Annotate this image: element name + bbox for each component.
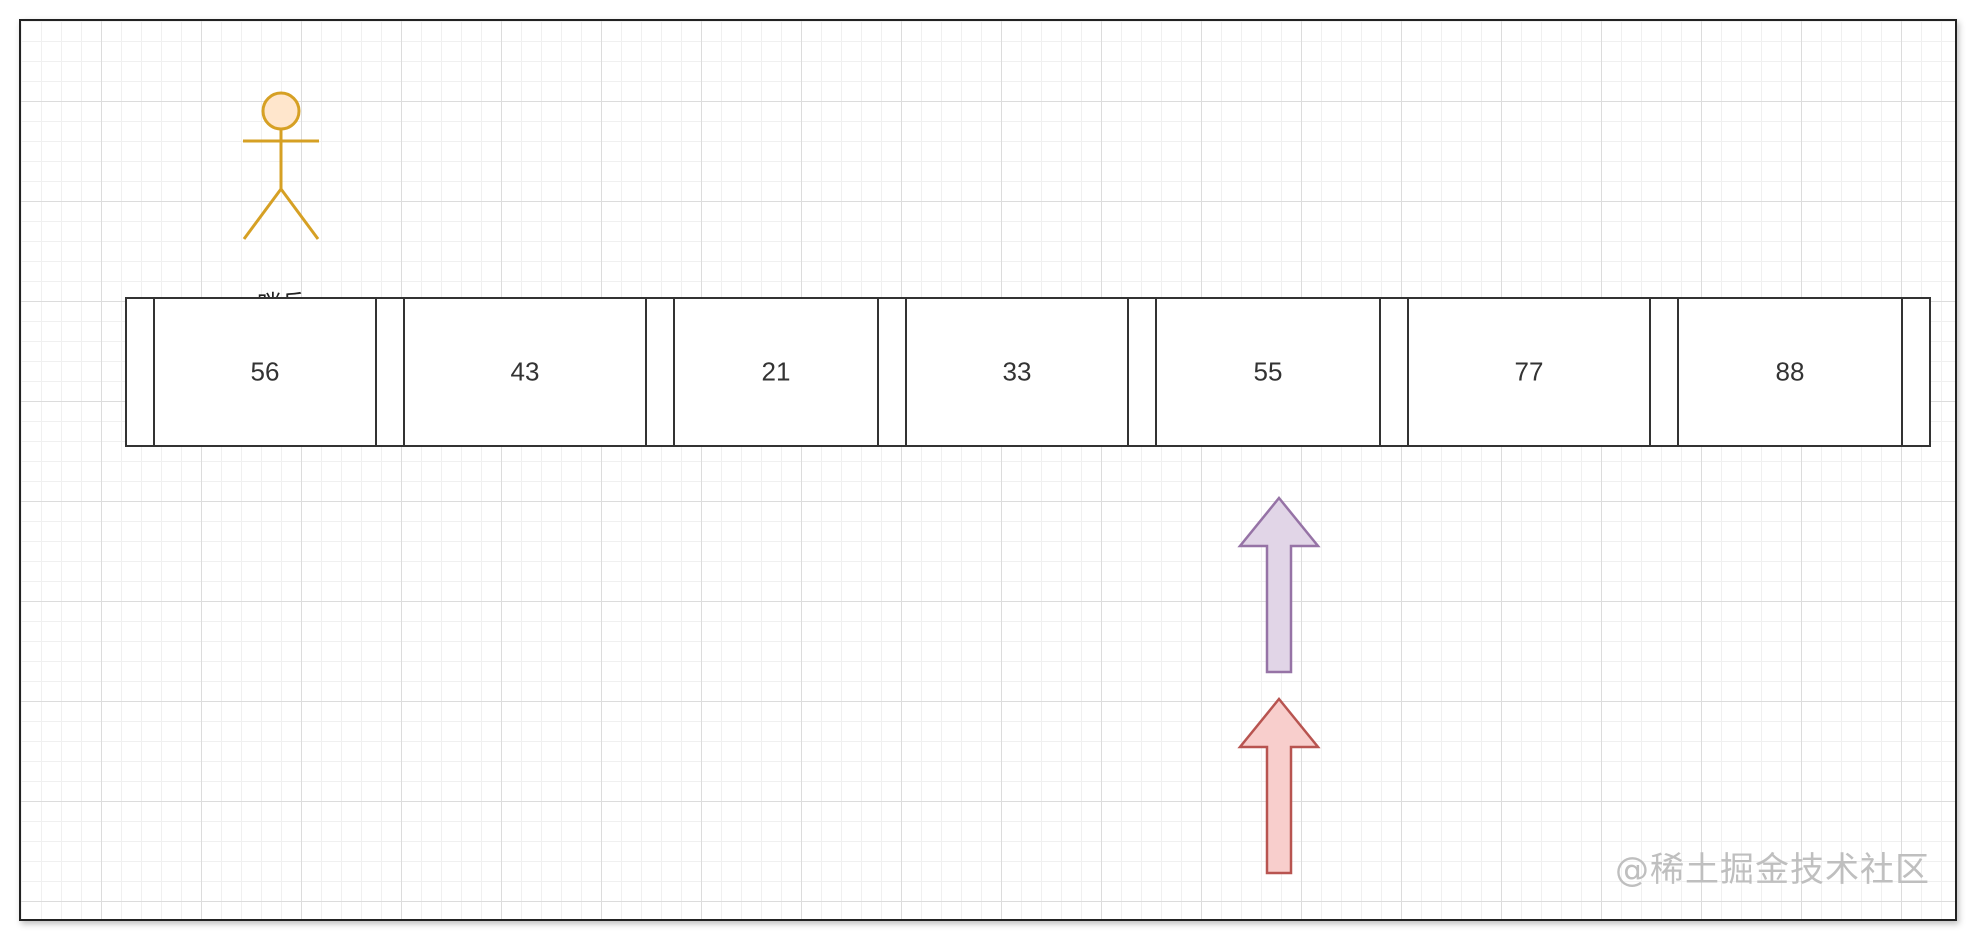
array-cell-4: 55 <box>1155 297 1381 447</box>
array-cell-0: 56 <box>153 297 377 447</box>
cell-value: 88 <box>1775 356 1805 387</box>
diagram-canvas: 哨兵 56 43 21 33 55 77 88 <box>19 19 1957 921</box>
stick-figure-icon <box>242 91 320 240</box>
cell-value: 77 <box>1514 356 1544 387</box>
array-row: 56 43 21 33 55 77 88 <box>125 297 1935 447</box>
array-divider <box>1649 297 1679 447</box>
array-divider <box>375 297 405 447</box>
cell-value: 55 <box>1253 356 1283 387</box>
array-cell-3: 33 <box>905 297 1129 447</box>
cell-value: 56 <box>250 356 280 387</box>
purple-up-arrow-icon <box>1237 496 1321 674</box>
array-cell-1: 43 <box>403 297 647 447</box>
cell-value: 43 <box>510 356 540 387</box>
array-divider <box>1379 297 1409 447</box>
cell-value: 33 <box>1002 356 1032 387</box>
array-divider <box>645 297 675 447</box>
array-divider <box>125 297 155 447</box>
array-divider <box>877 297 907 447</box>
array-cell-6: 88 <box>1677 297 1903 447</box>
array-divider <box>1901 297 1931 447</box>
array-cell-5: 77 <box>1407 297 1651 447</box>
cell-value: 21 <box>761 356 791 387</box>
red-up-arrow-icon <box>1237 697 1321 875</box>
sentinel-actor: 哨兵 <box>221 69 341 318</box>
watermark: @稀土掘金技术社区 <box>1615 850 1930 890</box>
array-cell-2: 21 <box>673 297 879 447</box>
array-divider <box>1127 297 1157 447</box>
